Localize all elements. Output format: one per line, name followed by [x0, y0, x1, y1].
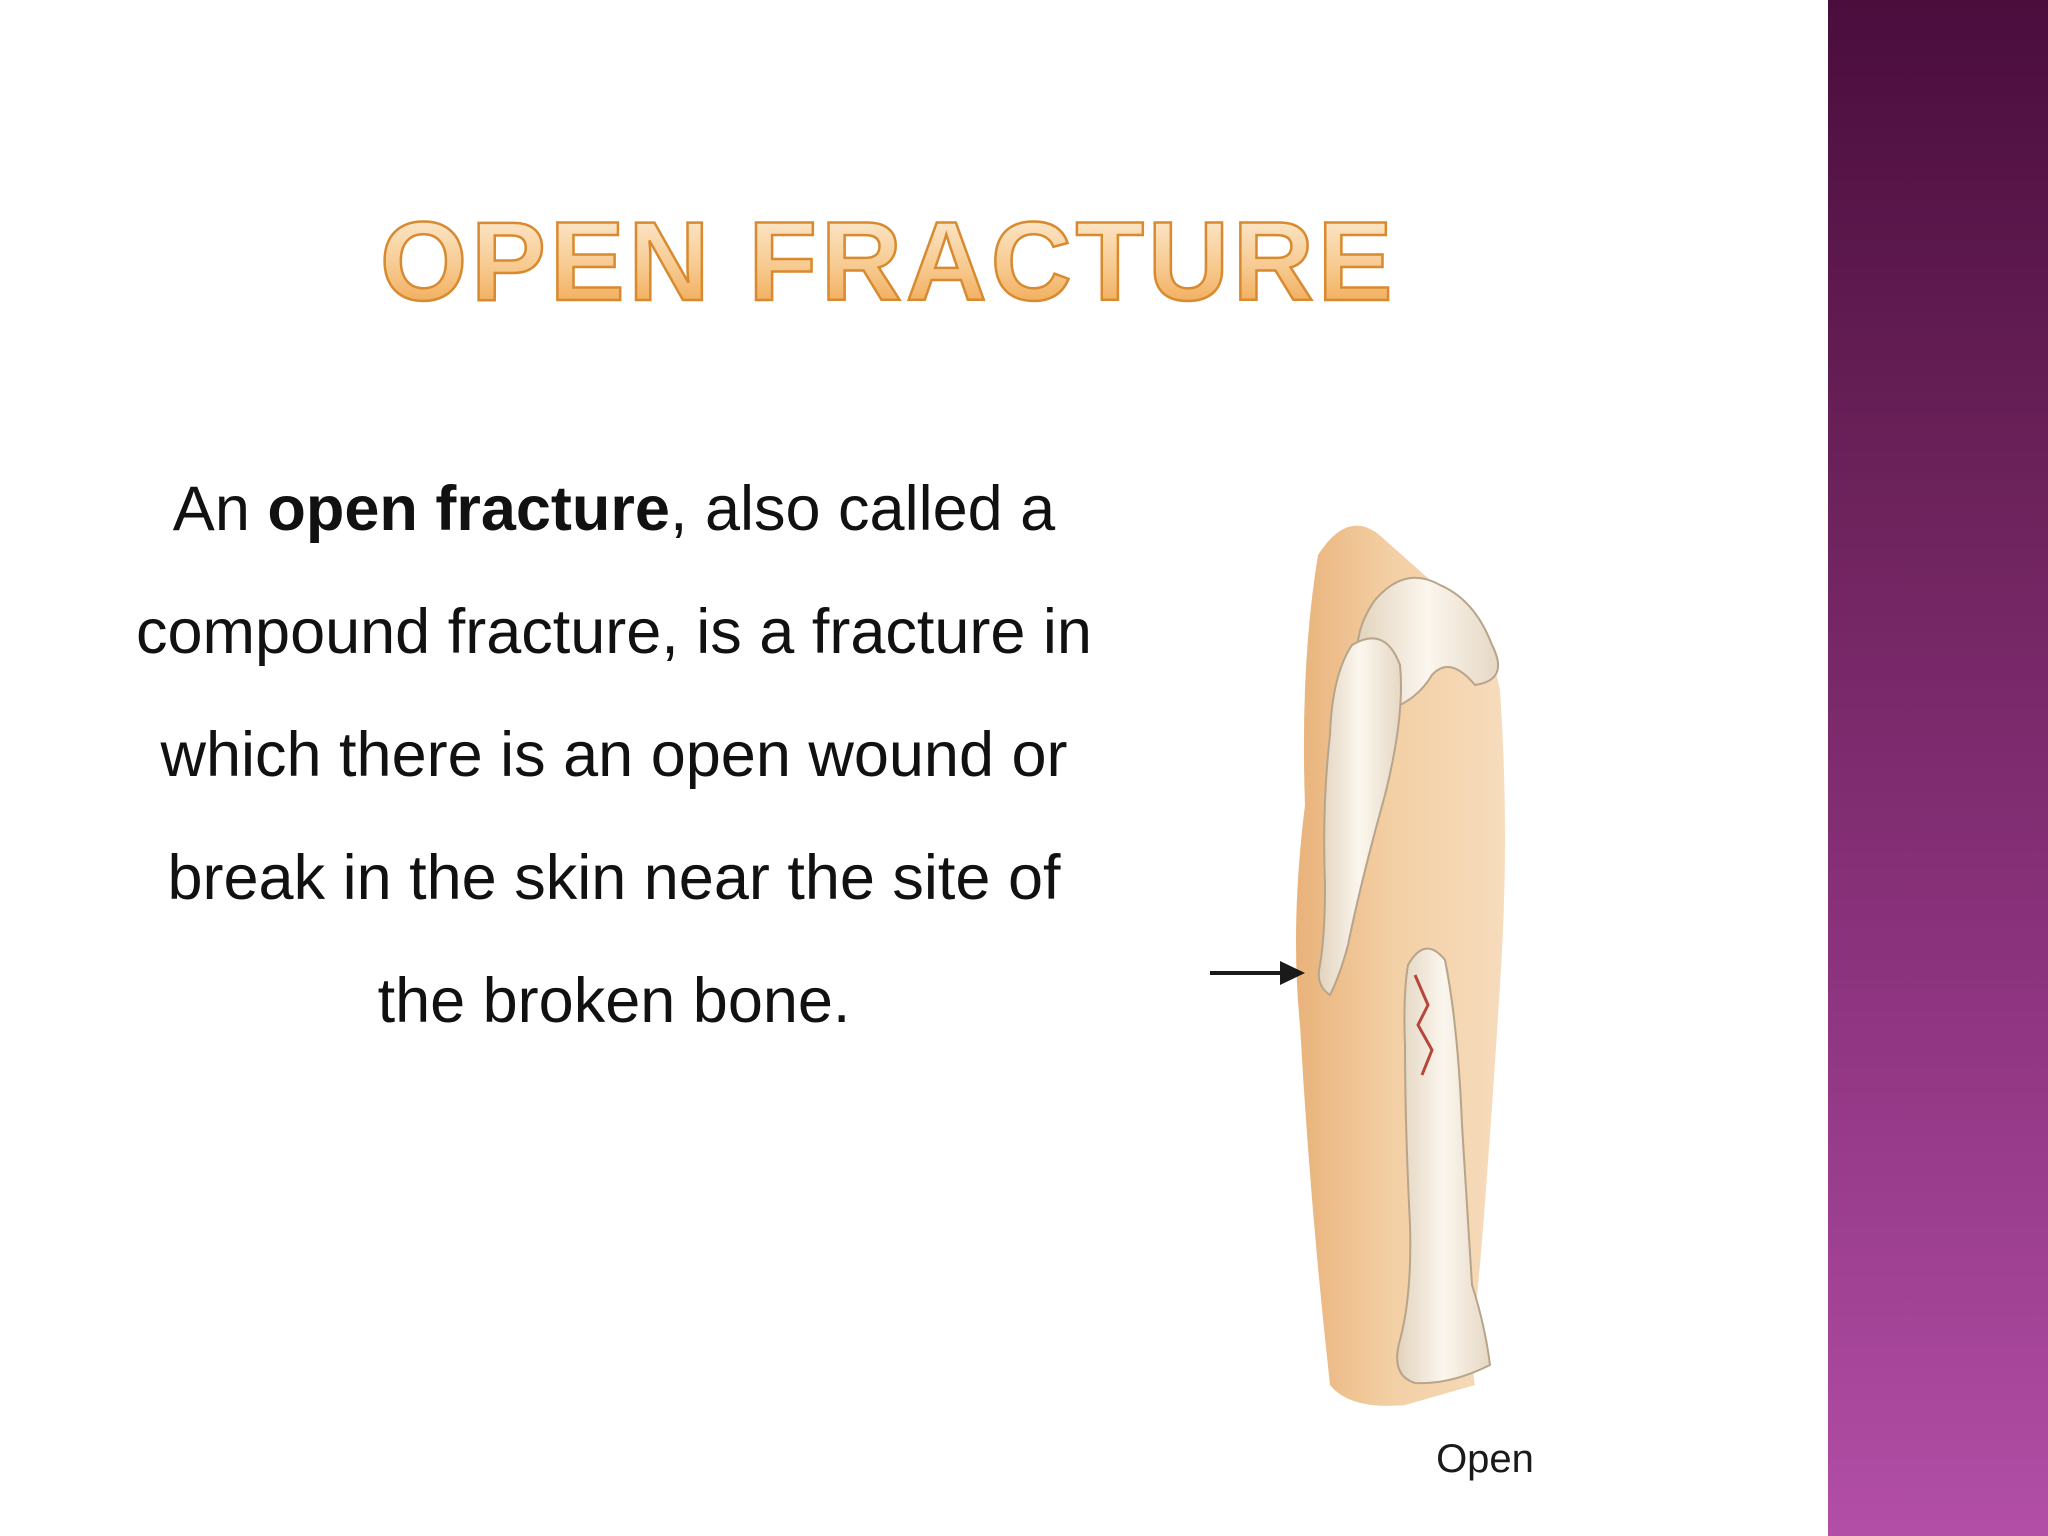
figure-caption: Open: [1436, 1437, 1534, 1481]
definition-paragraph: An open fracture, also called a compound…: [130, 448, 1098, 1063]
proximal-bone-fragment: [1317, 637, 1402, 997]
definition-term: open fracture: [267, 474, 670, 544]
definition-intro: An: [172, 474, 268, 544]
leg-bone-drawing: [1296, 525, 1505, 1406]
title-text: OPEN FRACTURE: [380, 200, 1396, 320]
definition-rest: , also called a compound fracture, is a …: [136, 474, 1092, 1036]
decorative-side-band: [1828, 0, 2048, 1536]
fracture-line: [1413, 974, 1434, 1076]
slide-title: OPEN FRACTURE: [380, 200, 1460, 320]
slide-canvas: OPEN FRACTURE An open fracture, also cal…: [130, 200, 1600, 1481]
open-fracture-illustration: [1200, 505, 1600, 1425]
arrow-right-graphic: [1210, 961, 1305, 985]
title-graphic: OPEN FRACTURE: [380, 200, 1396, 320]
arrow-right-icon: [1210, 955, 1305, 991]
distal-bone-shaft: [1396, 947, 1492, 1385]
